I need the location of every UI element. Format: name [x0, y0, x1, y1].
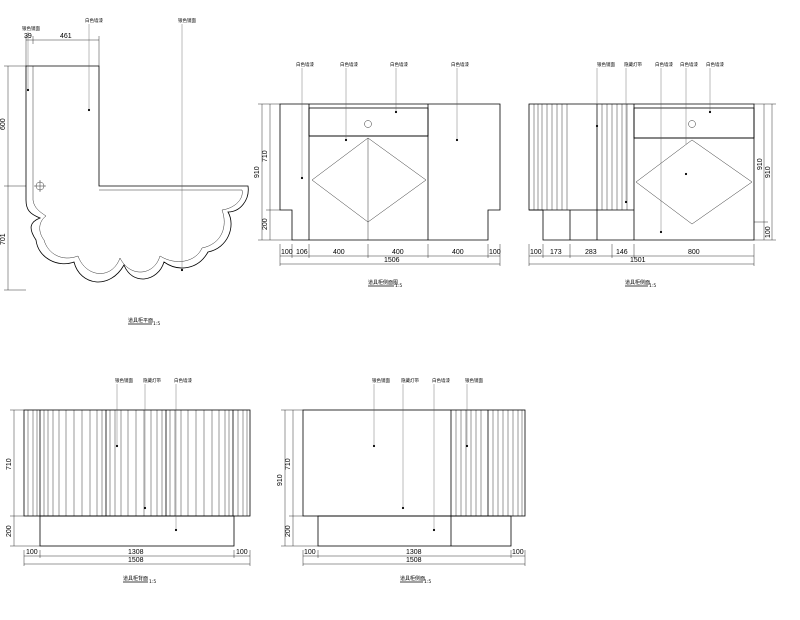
elev-c-dim-total: 1508: [128, 557, 144, 564]
elev-c-annotation-2: 白色墙漆: [174, 377, 192, 384]
elev-a-annotation-0: 白色墙漆: [296, 61, 314, 68]
elev-b-dim-right-2: 100: [765, 226, 772, 238]
elev-c-annotation-0: 银色镜面: [115, 377, 133, 384]
elev-a-dim-bottom-0: 100: [281, 249, 293, 256]
plan-dim-left-0: 600: [0, 118, 7, 130]
elev-c-dim-bottom-1: 1308: [128, 549, 144, 556]
plan-annotation-1: 白色墙漆: [85, 17, 103, 24]
elev-b-dim-bottom-3: 146: [616, 249, 628, 256]
elev-a-diamond: [311, 137, 427, 223]
elev-b-annotation-3: 白色墙漆: [680, 61, 698, 68]
elevation-d: 银色镜面 隐藏灯带 白色墙漆 银色镜面 910 710 200 100 1308…: [277, 377, 526, 585]
elev-d-annotation-2: 白色墙漆: [432, 377, 450, 384]
elev-b-slats: [533, 104, 628, 210]
elev-b-diamond: [635, 139, 753, 225]
elev-b-dim-bottom-1: 173: [550, 249, 562, 256]
elev-a-annotation-1: 白色墙漆: [340, 61, 358, 68]
elev-c-title: 道具柜背面: [123, 575, 148, 582]
plan-view: 39 461 600 701 银色镜面 白色墙漆 银色镜面 道具柜平面 1:5: [0, 17, 249, 327]
elev-b-body: [528, 103, 755, 241]
elev-c-dim-left-1: 200: [6, 525, 13, 537]
elev-b-dim-bottom-0: 100: [530, 249, 542, 256]
crosshair-icon: [34, 180, 46, 192]
elev-a-knob: [364, 120, 372, 128]
elev-b-dim-total: 1501: [630, 257, 646, 264]
plan-dim-top-1: 461: [60, 33, 72, 40]
elev-b-knob: [688, 120, 696, 128]
elev-d-title: 道具柜侧面: [400, 575, 425, 582]
plan-annotation-2: 银色镜面: [178, 17, 196, 24]
elev-b-dim-right-1: 910: [765, 166, 772, 178]
elev-d-dim-left-0: 910: [277, 474, 284, 486]
elev-a-dim-bottom-1: 106: [296, 249, 308, 256]
plan-dim-left-1: 701: [0, 233, 7, 245]
elev-d-base: [317, 515, 512, 547]
elev-b-dim-right-0: 910: [757, 158, 764, 170]
elev-a-dim-bottom-2: 400: [333, 249, 345, 256]
elevation-c: 银色镜面 隐藏灯带 白色墙漆 710 200 100 1308 100 1508…: [6, 377, 251, 585]
elev-d-slats: [455, 410, 523, 516]
elev-a-annotation-2: 白色墙漆: [390, 61, 408, 68]
elev-c-dim-left-0: 710: [6, 458, 13, 470]
elev-a-dim-bottom-4: 400: [452, 249, 464, 256]
elev-a-scale: 1:5: [395, 283, 402, 289]
elev-c-annotation-1: 隐藏灯带: [143, 377, 161, 384]
elev-b-annotation-0: 银色镜面: [597, 61, 615, 68]
elev-b-title: 道具柜侧面: [625, 279, 650, 286]
elev-d-annotation-0: 银色镜面: [372, 377, 390, 384]
elev-c-scale: 1:5: [149, 579, 156, 585]
elev-d-scale: 1:5: [424, 579, 431, 585]
elev-b-annotation-2: 白色墙漆: [655, 61, 673, 68]
elev-a-dim-left-0: 710: [262, 150, 269, 162]
elev-d-dim-left-2: 200: [285, 525, 292, 537]
elev-b-dim-bottom-4: 800: [688, 249, 700, 256]
elev-c-dim-bottom-2: 100: [236, 549, 248, 556]
elev-c-body: [23, 409, 251, 517]
elev-d-dim-bottom-0: 100: [304, 549, 316, 556]
plan-inner-outline: [32, 66, 243, 274]
elev-a-dim-left-2: 200: [262, 218, 269, 230]
elev-b-annotation-4: 白色墙漆: [706, 61, 724, 68]
elev-a-dim-total: 1506: [384, 257, 400, 264]
elev-d-dim-total: 1508: [406, 557, 422, 564]
elev-b-scale: 1:5: [649, 283, 656, 289]
elev-a-dim-bottom-5: 100: [489, 249, 501, 256]
plan-outline: [25, 65, 249, 283]
elev-c-dim-bottom-0: 100: [26, 549, 38, 556]
elev-d-dim-bottom-1: 1308: [406, 549, 422, 556]
elevation-a: 白色墙漆 白色墙漆 白色墙漆 白色墙漆 710 910 200 100 106 …: [254, 61, 501, 289]
elev-b-annotation-1: 隐藏灯带: [624, 61, 642, 68]
plan-scale: 1:5: [153, 321, 160, 327]
elev-d-dim-bottom-2: 100: [512, 549, 524, 556]
elev-d-body: [302, 409, 526, 517]
elev-a-dim-bottom-3: 400: [392, 249, 404, 256]
plan-title: 道具柜平面: [128, 317, 153, 324]
plan-annotation-0: 银色镜面: [22, 25, 40, 32]
elev-c-base: [39, 515, 235, 547]
elev-a-body: [279, 103, 501, 241]
elev-d-annotation-3: 银色镜面: [465, 377, 483, 384]
elev-b-dim-bottom-2: 283: [585, 249, 597, 256]
elev-a-dim-left-1: 910: [254, 166, 261, 178]
elevation-b: 银色镜面 隐藏灯带 白色墙漆 白色墙漆 白色墙漆 910 910 100 100…: [528, 61, 776, 289]
elev-a-title: 道具柜侧面图: [368, 279, 398, 286]
elev-c-slats: [27, 410, 248, 516]
elev-a-annotation-3: 白色墙漆: [451, 61, 469, 68]
elev-d-dim-left-1: 710: [285, 458, 292, 470]
elev-d-annotation-1: 隐藏灯带: [401, 377, 419, 384]
